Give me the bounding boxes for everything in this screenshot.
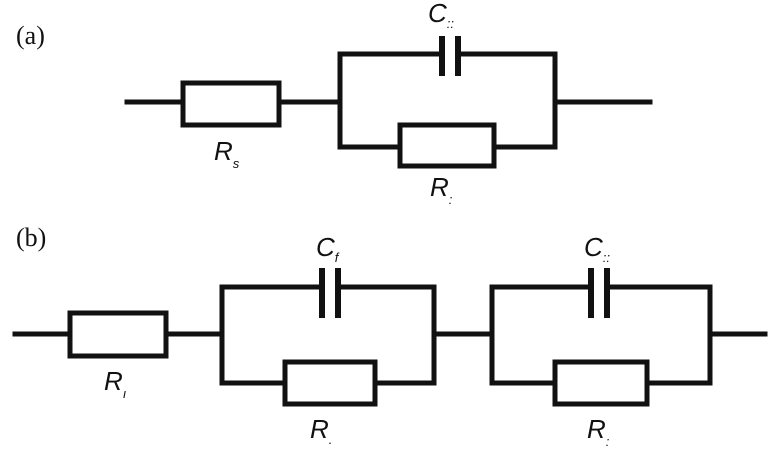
resistor-a-parallel	[397, 122, 497, 169]
label-b-c1: Cf	[316, 232, 340, 265]
label-a-rs: Rs	[214, 136, 240, 171]
label-b-c2: C::	[584, 232, 610, 265]
label-b-r2: R:	[587, 414, 610, 449]
panel-label-a: (a)	[16, 21, 45, 50]
resistor-b-series	[67, 310, 169, 359]
label-a-c: C::	[428, 0, 454, 31]
label-b-r1: R.	[310, 414, 332, 447]
panel-label-b: (b)	[16, 223, 46, 252]
resistor-b1-parallel	[282, 359, 378, 407]
resistor-b2-parallel	[552, 359, 650, 407]
circuit-b: (b) Rı Cf R. C:: R:	[12, 223, 768, 449]
resistor-a-series	[180, 80, 282, 128]
label-a-r: R:	[430, 172, 453, 207]
label-b-rs: Rı	[104, 366, 127, 401]
circuit-a: (a) Rs C:: R:	[16, 0, 653, 207]
